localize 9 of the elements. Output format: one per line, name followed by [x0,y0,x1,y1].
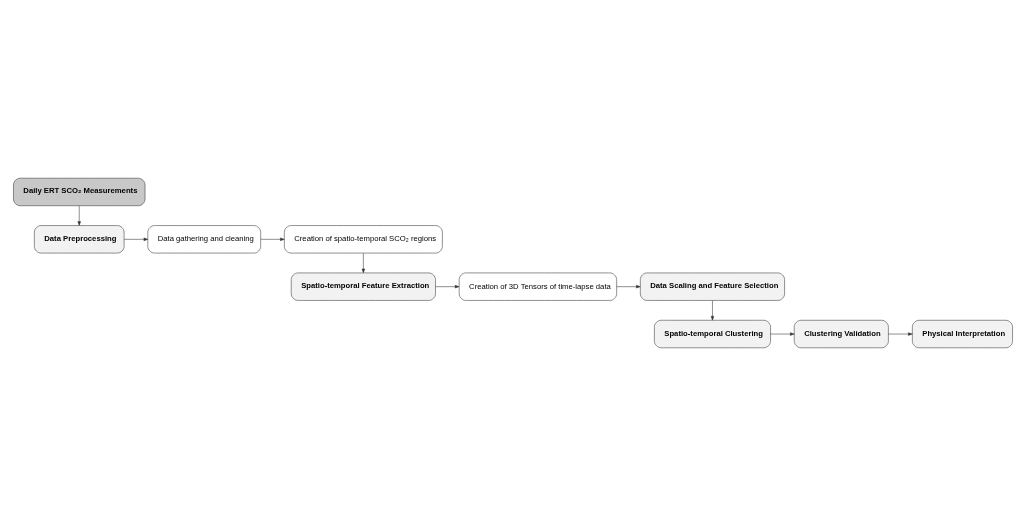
arrow [769,331,794,336]
arrow [77,205,81,226]
arrow [710,299,714,320]
arrow [361,252,365,273]
arrow [260,237,284,241]
arrow [887,331,913,336]
arrow [434,284,459,288]
arrow [615,284,641,288]
arrow [123,237,148,241]
